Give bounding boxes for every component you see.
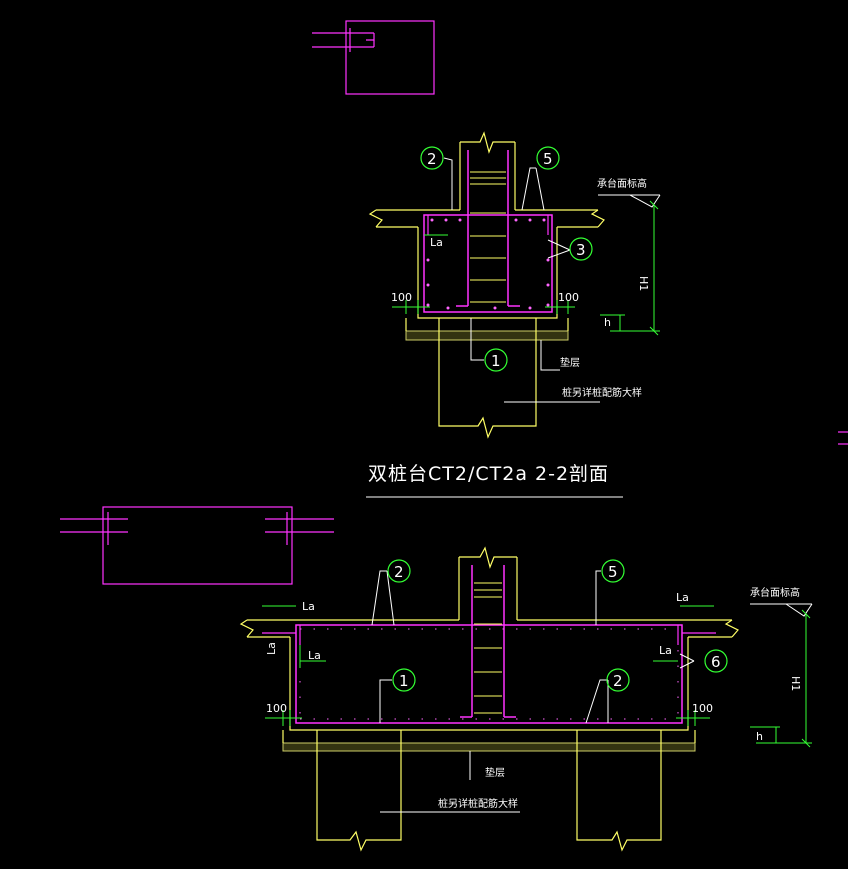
- cushion-label: 垫层: [485, 766, 505, 779]
- pile-cap-outline: [417, 227, 558, 319]
- callout-2: 2: [427, 150, 437, 168]
- callout-1: 1: [399, 672, 409, 690]
- top-plan-rect: [345, 20, 435, 95]
- cap-top-elevation-label: 承台面标高: [750, 586, 800, 599]
- h-label: h: [756, 730, 763, 743]
- slab-break-right: [590, 209, 605, 228]
- bottom-section: [239, 546, 813, 852]
- pile-outline: [438, 318, 537, 439]
- dim-100-right: 100: [558, 291, 579, 304]
- la-left-mid: La: [308, 649, 321, 662]
- callout-leaders: [371, 570, 695, 813]
- dim-100-left: 100: [266, 702, 287, 715]
- la-label: La: [430, 236, 443, 249]
- column-stirrups: [474, 582, 502, 714]
- dim-100: [265, 710, 710, 726]
- mid-plan-detail: [60, 431, 848, 585]
- dim-h1: [750, 609, 812, 748]
- drawing-title: 双桩台CT2/CT2a 2-2剖面: [368, 463, 609, 485]
- slab-break-left: [368, 209, 383, 228]
- callout-circles: [420, 146, 593, 372]
- column-stirrups: [470, 171, 506, 303]
- dim-100-right: 100: [692, 702, 713, 715]
- rebar-dots: [426, 218, 550, 310]
- callout-1: 1: [491, 352, 501, 370]
- la-right-mid: La: [659, 644, 672, 657]
- dim-100-left: 100: [391, 291, 412, 304]
- column-break-line: [460, 131, 515, 154]
- callout-2b: 2: [613, 672, 623, 690]
- column-break-line: [459, 546, 517, 569]
- callout-circles: [387, 559, 728, 692]
- dim-h1: [600, 200, 660, 336]
- callout-3: 3: [576, 241, 586, 259]
- cushion-label: 垫层: [560, 356, 580, 369]
- cap-rebar-cage: [295, 624, 683, 724]
- pile-right: [576, 730, 662, 852]
- la-left-top: La: [302, 600, 315, 613]
- la-right-top: La: [676, 591, 689, 604]
- dim-100: [392, 300, 575, 314]
- h-label: h: [604, 316, 611, 329]
- callout-leaders: [443, 157, 600, 403]
- callout-2: 2: [394, 563, 404, 581]
- elev-triangle: [629, 194, 661, 208]
- callout-6: 6: [711, 653, 721, 671]
- cushion-layer: [405, 330, 569, 341]
- pile-detail-label: 桩另详桩配筋大样: [562, 386, 642, 399]
- h1-label: H1: [789, 676, 802, 691]
- cap-rebar-cage: [423, 214, 553, 313]
- h1-label: H1: [637, 276, 650, 291]
- top-plan-detail: [312, 20, 435, 95]
- mid-plan-rect: [102, 506, 293, 585]
- callout-5: 5: [608, 563, 618, 581]
- top-section: [368, 131, 661, 439]
- callout-5: 5: [543, 150, 553, 168]
- pile-detail-label: 桩另详桩配筋大样: [438, 797, 518, 810]
- pile-cap-outline: [289, 637, 689, 731]
- la-left-vertical: La: [265, 642, 278, 655]
- la-dims: [262, 605, 714, 668]
- cap-top-elevation-label: 承台面标高: [597, 177, 647, 190]
- plan-rebar-hook: [366, 33, 375, 41]
- pile-left: [316, 730, 402, 852]
- cushion-layer: [282, 742, 696, 752]
